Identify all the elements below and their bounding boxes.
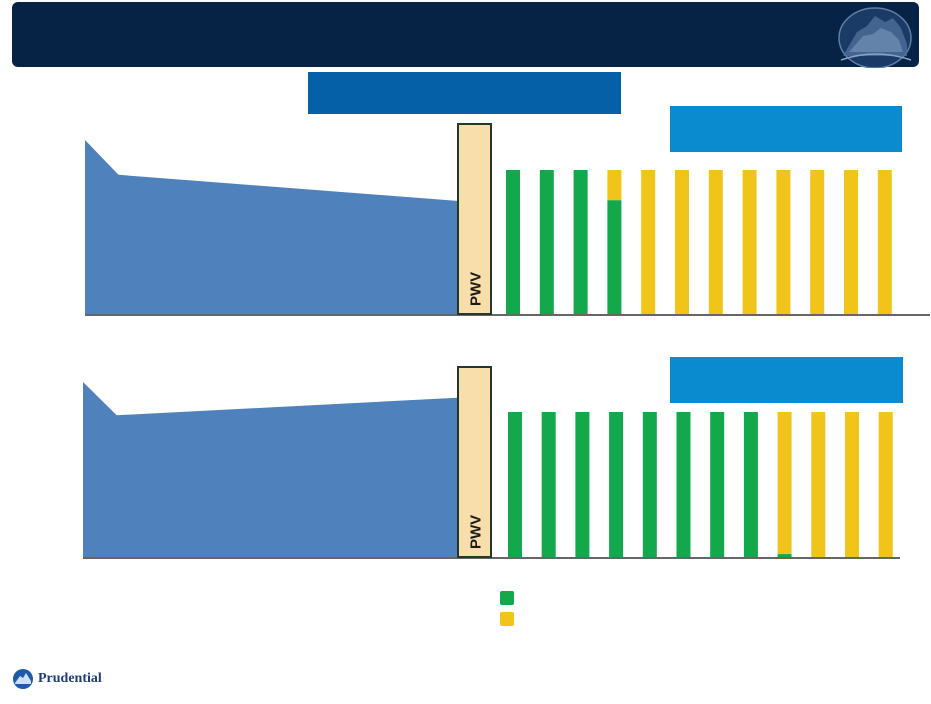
bar-yellow-panel2-9 (777, 412, 792, 555)
panel2-banner (670, 357, 903, 403)
footer-logo: Prudential (12, 668, 102, 690)
pwv-box-panel2 (457, 366, 492, 558)
bar-green-panel1-4 (607, 200, 622, 314)
bar-green-panel2-7 (710, 412, 725, 557)
bar-green-panel2-4 (609, 412, 624, 557)
legend-item-green (500, 587, 520, 608)
title-bar (12, 2, 919, 68)
bar-green-panel2-9 (777, 554, 792, 557)
bar-green-panel2-3 (575, 412, 590, 557)
legend-swatch-yellow (500, 611, 514, 626)
legend-item-yellow (500, 608, 520, 629)
bar-yellow-panel2-10 (811, 412, 826, 557)
bar-yellow-panel1-11 (844, 170, 858, 314)
area-series-panel1 (85, 140, 457, 314)
bar-yellow-panel1-10 (810, 170, 825, 314)
bar-green-panel1-3 (573, 170, 588, 314)
brand-name: Prudential (38, 671, 102, 686)
area-series-panel2 (83, 382, 457, 557)
prudential-rock-icon (13, 669, 33, 689)
bar-yellow-panel2-12 (878, 412, 893, 557)
bar-green-panel2-6 (676, 412, 691, 557)
bar-green-panel2-1 (508, 412, 522, 557)
bar-yellow-panel1-8 (742, 170, 757, 314)
bar-yellow-panel1-4 (607, 170, 622, 201)
bar-green-panel2-8 (743, 412, 758, 557)
top-banner (308, 72, 621, 114)
bar-green-panel1-2 (539, 170, 554, 314)
bar-green-panel2-5 (642, 412, 657, 557)
bar-yellow-panel1-5 (641, 170, 656, 314)
bar-yellow-panel1-9 (776, 170, 791, 314)
pwv-box-panel1 (457, 123, 492, 315)
rock-of-gibraltar-icon (838, 7, 912, 68)
panel1-banner (670, 106, 902, 152)
pwv-label-panel1: PWV (468, 272, 485, 306)
bar-yellow-panel1-6 (675, 170, 689, 314)
bar-green-panel1-1 (506, 170, 520, 314)
pwv-label-panel2: PWV (468, 515, 485, 549)
legend-swatch-green (500, 590, 514, 605)
bar-green-panel2-2 (541, 412, 556, 557)
bar-yellow-panel1-12 (877, 170, 892, 314)
bar-yellow-panel2-11 (845, 412, 859, 557)
bar-yellow-panel1-7 (708, 170, 723, 314)
legend (500, 587, 520, 629)
